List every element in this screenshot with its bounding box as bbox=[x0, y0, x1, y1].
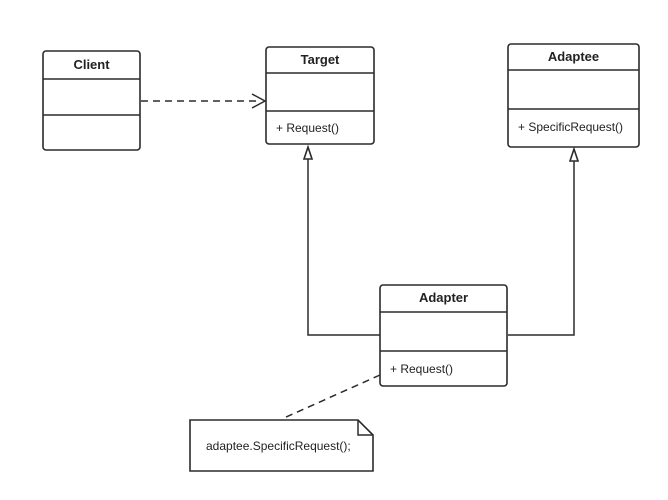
dependency-arrowhead bbox=[251, 93, 267, 109]
note-text: adaptee.SpecificRequest(); bbox=[206, 439, 351, 453]
generalization-arrowhead-adaptee bbox=[568, 146, 580, 162]
class-name: Client bbox=[73, 57, 110, 72]
generalization-arrowhead-target bbox=[302, 144, 314, 160]
method: + Request() bbox=[390, 362, 453, 376]
generalization-line-target bbox=[307, 159, 380, 336]
method: + Request() bbox=[276, 121, 339, 135]
note-anchor-line bbox=[283, 374, 381, 419]
class-name: Adapter bbox=[419, 290, 468, 305]
generalization-line-adaptee bbox=[508, 161, 575, 336]
class-adapter[interactable]: Adapter + Request() bbox=[379, 284, 508, 387]
class-client[interactable]: Client bbox=[42, 50, 141, 151]
method: + SpecificRequest() bbox=[518, 120, 623, 134]
class-adaptee[interactable]: Adaptee + SpecificRequest() bbox=[507, 43, 640, 148]
note[interactable]: adaptee.SpecificRequest(); bbox=[189, 419, 374, 472]
class-name: Target bbox=[301, 52, 340, 67]
class-name: Adaptee bbox=[548, 49, 599, 64]
class-target[interactable]: Target + Request() bbox=[265, 46, 375, 145]
relations bbox=[141, 93, 580, 419]
